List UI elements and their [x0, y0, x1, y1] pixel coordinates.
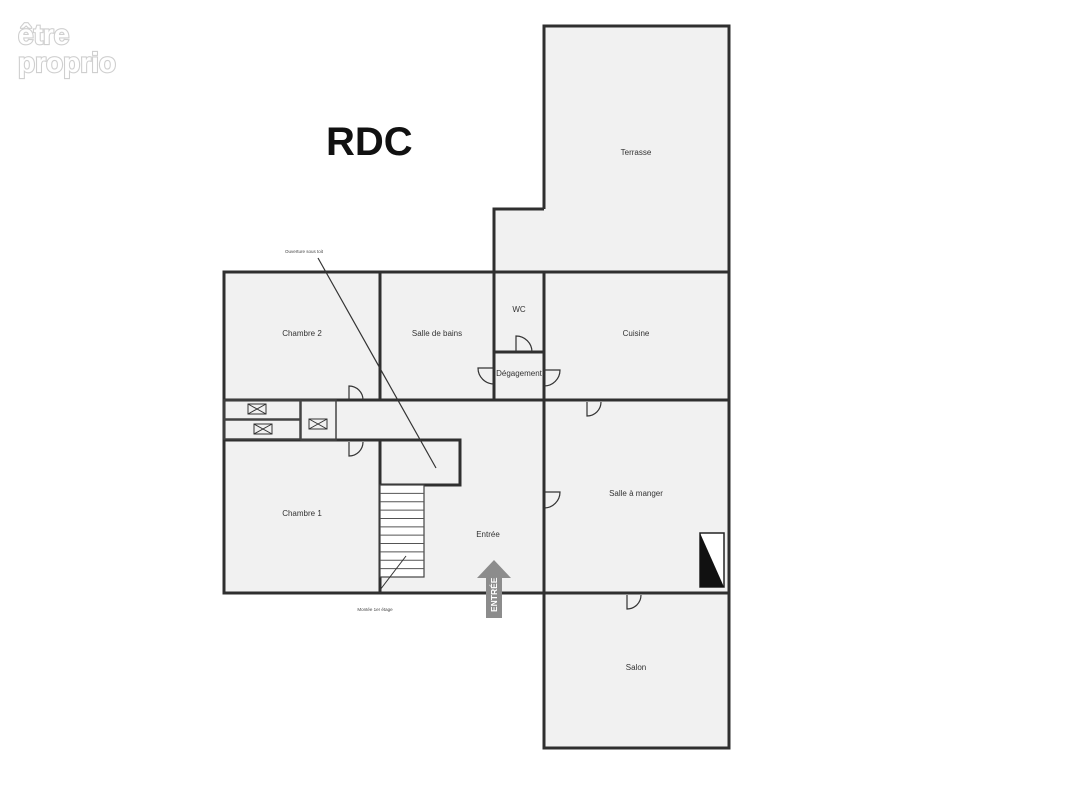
door-chambre1: [348, 441, 364, 457]
closet-3: [300, 399, 337, 441]
staircase: [379, 484, 425, 578]
door-sdb: [477, 367, 495, 385]
salon-area: [544, 593, 729, 748]
label-salle-a-manger: Salle à manger: [609, 489, 663, 498]
room-fills: [224, 26, 729, 748]
outer-walls: [222, 24, 731, 750]
label-terrasse: Terrasse: [621, 148, 652, 157]
entry-arrow-shape: [477, 560, 511, 618]
closet-mark-2: [253, 423, 273, 435]
wall-west: [222, 207, 544, 595]
roof-opening-line: [317, 257, 437, 469]
door-chambre2: [348, 385, 364, 401]
logo-line2: proprio: [18, 47, 116, 78]
closet-2: [223, 419, 301, 440]
room-labels: Terrasse Chambre 2 Salle de bains WC Cui…: [282, 148, 663, 672]
label-wc: WC: [512, 305, 526, 314]
floor-title: RDC: [326, 120, 413, 164]
stair-arrow-line: [379, 555, 407, 591]
door-wc: [515, 335, 533, 353]
label-degagement: Dégagement: [496, 369, 543, 378]
label-chambre2: Chambre 2: [282, 329, 322, 338]
label-entree: Entrée: [476, 530, 500, 539]
door-sam-left: [543, 491, 561, 509]
closet-mark-2b: [253, 423, 273, 435]
closet-mark-1b: [247, 403, 267, 415]
note-roof-opening: Ouverture sous toit: [285, 249, 324, 254]
closet-mark-3: [308, 418, 328, 430]
main-block-area: [224, 272, 729, 593]
wall-east: [542, 24, 731, 750]
etre-proprio-logo: être proprio: [17, 18, 117, 79]
closet-marks: [247, 403, 328, 435]
closet-1: [223, 399, 301, 420]
fireplace-fill: [700, 533, 724, 587]
doors: [348, 335, 642, 610]
door-cuisine: [543, 369, 561, 387]
terrasse-area: [494, 26, 729, 272]
label-cuisine: Cuisine: [623, 329, 650, 338]
label-salon: Salon: [626, 663, 646, 672]
stair-outline: [379, 484, 425, 578]
closet-mark-1: [247, 403, 267, 415]
label-chambre1: Chambre 1: [282, 509, 322, 518]
door-salon: [626, 594, 642, 610]
closet-mark-3b: [308, 418, 328, 430]
door-sam-top: [586, 401, 602, 417]
label-salle-de-bains: Salle de bains: [412, 329, 462, 338]
note-stairs: Montée 1er étage: [357, 607, 393, 612]
entry-arrow: ENTRÉE: [477, 560, 511, 618]
logo-line1: être: [18, 19, 69, 50]
entry-arrow-label: ENTRÉE: [489, 577, 499, 612]
